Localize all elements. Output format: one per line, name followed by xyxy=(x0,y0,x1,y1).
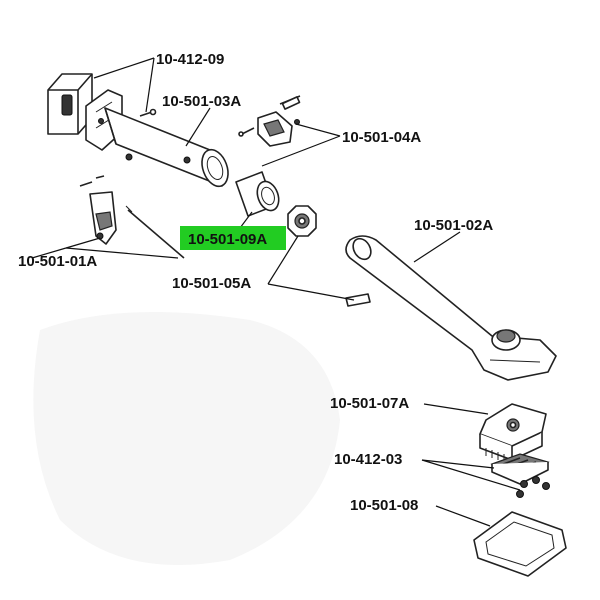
main-tube-part xyxy=(104,107,229,188)
clamp-hardware-part xyxy=(79,175,117,245)
label-10-501-03A: 10-501-03A xyxy=(162,93,241,110)
small-clip-part xyxy=(345,293,371,307)
leader-lines xyxy=(31,57,521,527)
label-10-501-09A: 10-501-09A xyxy=(188,231,267,248)
background-smudge xyxy=(33,312,340,565)
label-10-501-07A: 10-501-07A xyxy=(330,395,409,412)
handle-arm-part xyxy=(345,235,557,381)
rod-part xyxy=(125,205,185,259)
nut-part xyxy=(287,205,317,237)
latch-part xyxy=(257,95,301,147)
pin-part xyxy=(238,127,255,137)
label-10-501-05A: 10-501-05A xyxy=(172,275,251,292)
label-10-501-01A: 10-501-01A xyxy=(18,253,97,270)
label-10-412-09: 10-412-09 xyxy=(156,51,224,68)
label-10-501-02A: 10-501-02A xyxy=(414,217,493,234)
grip-plate-part xyxy=(479,403,547,462)
screw-part xyxy=(139,108,157,117)
label-10-501-04A: 10-501-04A xyxy=(342,129,421,146)
label-10-501-08: 10-501-08 xyxy=(350,497,418,514)
label-10-412-03: 10-412-03 xyxy=(334,451,402,468)
pads-part xyxy=(490,453,550,498)
base-pad-part xyxy=(473,511,567,577)
highlight-box xyxy=(180,226,286,250)
sleeve-part xyxy=(235,171,280,217)
